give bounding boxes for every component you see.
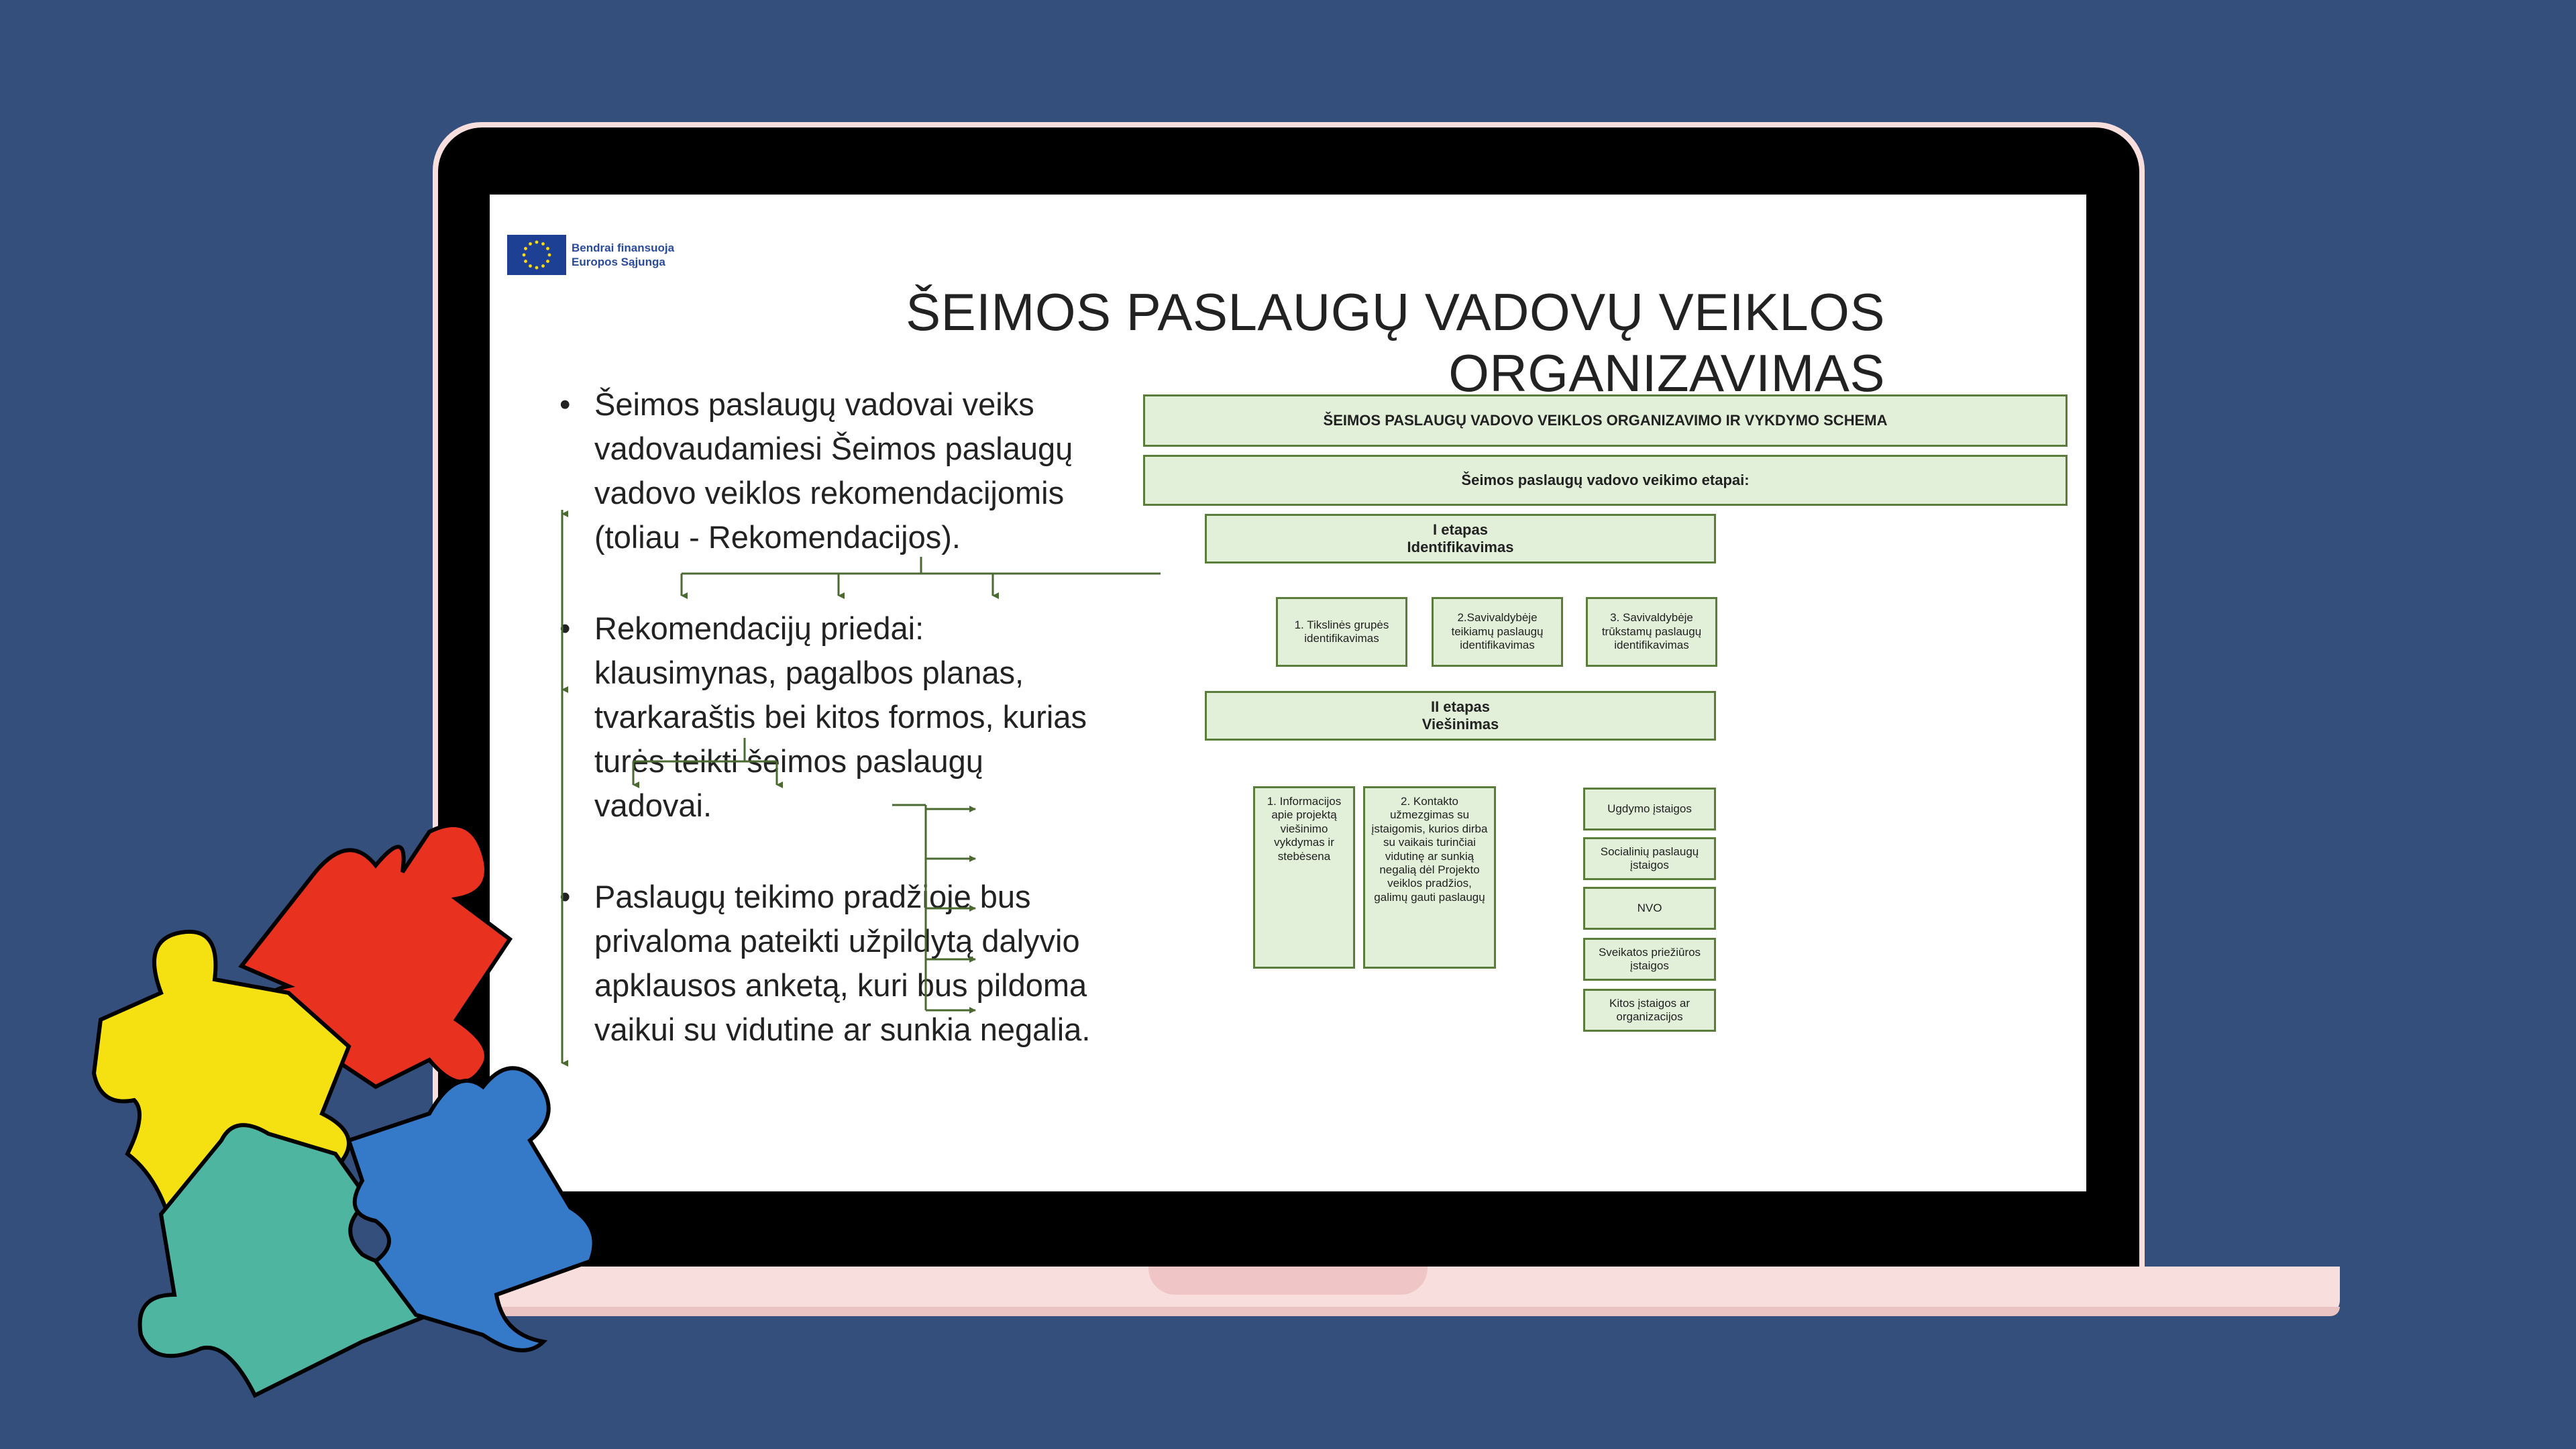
stage1-item: 3. Savivaldybėje trūkstamų paslaugų iden… bbox=[1586, 597, 1717, 667]
stage2-name: Viešinimas bbox=[1421, 716, 1499, 733]
eu-logo-line2: Europos Sąjunga bbox=[572, 256, 665, 268]
slide-title: ŠEIMOS PASLAUGŲ VADOVŲ VEIKLOS ORGANIZAV… bbox=[906, 282, 1885, 402]
eu-star-icon bbox=[535, 240, 539, 244]
institution-social: Socialinių paslaugų įstaigos bbox=[1583, 837, 1716, 880]
eu-logo-text: Bendrai finansuoja Europos Sąjunga bbox=[572, 241, 674, 269]
laptop-base-shadow bbox=[288, 1307, 2340, 1316]
stage1-box: I etapas Identifikavimas bbox=[1205, 514, 1716, 564]
eu-star-icon bbox=[529, 264, 532, 268]
eu-star-icon bbox=[529, 242, 532, 246]
eu-star-icon bbox=[524, 260, 527, 263]
stage1-item: 1. Tikslinės grupės identifikavimas bbox=[1276, 597, 1407, 667]
stage2-item-contact: 2. Kontakto užmezgimas su įstaigomis, ku… bbox=[1363, 786, 1496, 969]
eu-star-icon bbox=[541, 264, 545, 268]
puzzle-piece-teal-icon bbox=[138, 1123, 432, 1399]
eu-star-icon bbox=[524, 247, 527, 250]
institution-other: Kitos įstaigos ar organizacijos bbox=[1583, 989, 1716, 1032]
presentation-slide: Bendrai finansuoja Europos Sąjunga ŠEIMO… bbox=[490, 195, 2086, 1191]
laptop-notch bbox=[1148, 1267, 1428, 1295]
eu-star-icon bbox=[541, 242, 545, 246]
schema-subheader: Šeimos paslaugų vadovo veikimo etapai: bbox=[1143, 455, 2068, 506]
stage2-box: II etapas Viešinimas bbox=[1205, 691, 1716, 741]
puzzle-piece-yellow-icon bbox=[91, 929, 352, 1217]
stage2-label: II etapas bbox=[1430, 698, 1491, 715]
eu-star-icon bbox=[535, 266, 539, 270]
stage2-item-info: 1. Informacijos apie projektą viešinimo … bbox=[1253, 786, 1355, 969]
eu-star-icon bbox=[522, 253, 526, 257]
eu-logo: Bendrai finansuoja Europos Sąjunga bbox=[507, 235, 674, 275]
eu-star-icon bbox=[546, 260, 549, 263]
bullet-list: Šeimos paslaugų vadovai veiks vadovaudam… bbox=[557, 382, 1107, 1099]
institution-education: Ugdymo įstaigos bbox=[1583, 788, 1716, 830]
eu-flag-icon bbox=[507, 235, 566, 275]
eu-star-icon bbox=[547, 253, 551, 257]
schema-header: ŠEIMOS PASLAUGŲ VADOVO VEIKLOS ORGANIZAV… bbox=[1143, 394, 2068, 447]
bullet-item: Rekomendacijų priedai: klausimynas, paga… bbox=[557, 606, 1107, 828]
bullet-item: Šeimos paslaugų vadovai veiks vadovaudam… bbox=[557, 382, 1107, 559]
institution-ngo: NVO bbox=[1583, 887, 1716, 930]
eu-star-icon bbox=[546, 247, 549, 250]
schema-connectors bbox=[561, 510, 1161, 1067]
stage1-item: 2.Savivaldybėje teikiamų paslaugų identi… bbox=[1432, 597, 1563, 667]
stage1-label: I etapas bbox=[1433, 521, 1488, 538]
eu-logo-line1: Bendrai finansuoja bbox=[572, 241, 675, 254]
institution-health: Sveikatos priežiūros įstaigos bbox=[1583, 938, 1716, 981]
stage1-name: Identifikavimas bbox=[1407, 539, 1514, 555]
